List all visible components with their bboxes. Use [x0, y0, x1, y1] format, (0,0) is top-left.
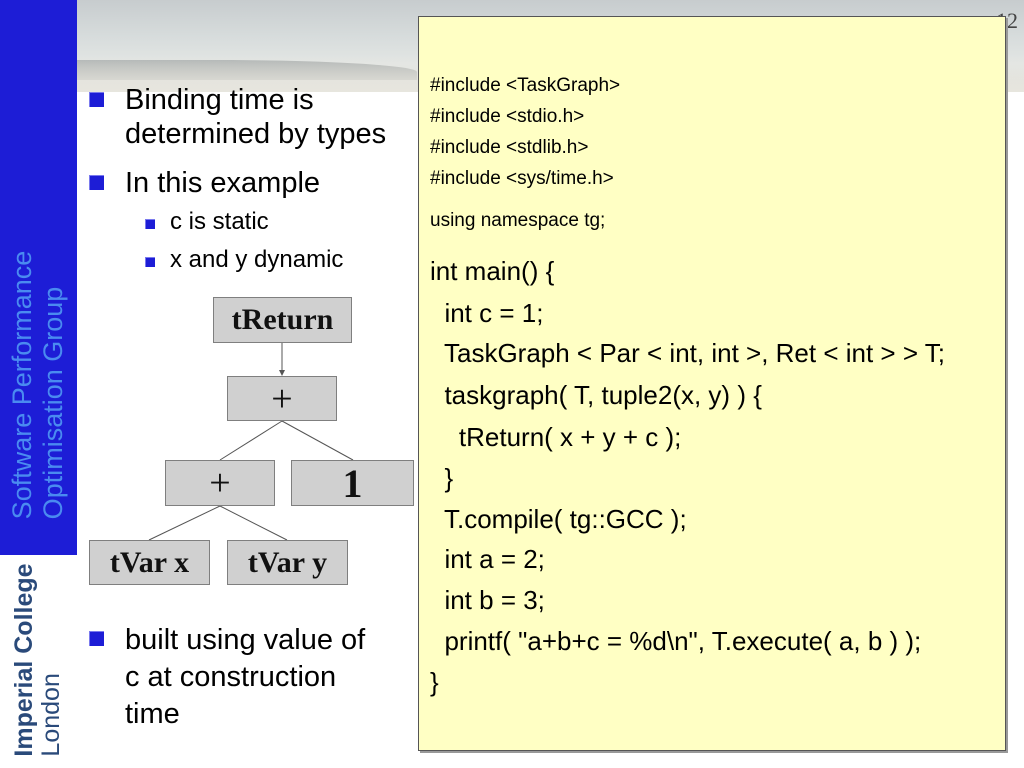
- code-include-stdlib: #include <stdlib.h>: [430, 137, 589, 158]
- bullet-binding-text: Binding time is determined by types: [125, 83, 386, 151]
- logo-line1: Imperial College: [10, 563, 38, 757]
- code-panel: #include <TaskGraph> #include <stdio.h> …: [418, 16, 1006, 751]
- tree-edges: [148, 343, 354, 541]
- subbullet-square-icon: [145, 219, 155, 229]
- node-tvar-y: tVar y: [227, 540, 348, 585]
- code-include-stdio: #include <stdio.h>: [430, 106, 585, 127]
- node-plus-inner: +: [165, 460, 275, 506]
- logo-line2: London: [37, 673, 65, 757]
- edge-plus-vary: [219, 505, 288, 541]
- bullet-built-line2: c at construction: [125, 661, 337, 693]
- bullet-binding-line1: Binding time is: [125, 84, 314, 116]
- edge-plus-varx: [148, 505, 221, 541]
- arrowhead-icon: [279, 370, 285, 376]
- code-line-7: int a = 2;: [430, 544, 545, 574]
- college-logo-text: Imperial College London: [10, 563, 65, 757]
- subbullet-static-text: c is static: [170, 208, 269, 235]
- code-end: }: [430, 667, 439, 697]
- code-line-3: taskgraph( T, tuple2(x, y) ) {: [430, 380, 762, 410]
- bullet-example-text: In this example: [125, 167, 321, 199]
- expression-tree-diagram: tReturn + + 1 tVar x tVar y: [85, 290, 420, 590]
- bullet-built-line3: time: [125, 698, 180, 730]
- group-name-line1: Software Performance: [7, 250, 37, 520]
- edge-plus-const: [281, 420, 354, 461]
- left-band: Software Performance Optimisation Group …: [0, 0, 77, 768]
- code-line-5: }: [430, 463, 454, 493]
- node-plus-top: +: [227, 376, 337, 421]
- bullet-built-line1: built using value of: [125, 624, 366, 656]
- code-line-9: printf( "a+b+c = %d\n", T.execute( a, b …: [430, 626, 922, 656]
- node-const-one: 1: [291, 460, 414, 506]
- bullet-square-icon: [89, 175, 104, 190]
- bullet-square-icon: [89, 631, 104, 646]
- node-tvar-x: tVar x: [89, 540, 210, 585]
- edge-plus-plus: [219, 420, 283, 461]
- code-main: int main() {: [430, 256, 555, 286]
- subbullet-dynamic-text: x and y dynamic: [170, 246, 344, 273]
- code-line-8: int b = 3;: [430, 585, 545, 615]
- college-logo: [0, 555, 77, 768]
- code-line-2: TaskGraph < Par < int, int >, Ret < int …: [430, 338, 945, 368]
- group-name-line2: Optimisation Group: [38, 286, 68, 520]
- code-using-namespace: using namespace tg;: [430, 210, 606, 231]
- bullet-built-text: built using value of c at construction t…: [125, 622, 365, 733]
- subbullet-square-icon: [145, 257, 155, 267]
- code-line-4: tReturn( x + y + c );: [430, 422, 682, 452]
- bullet-square-icon: [89, 92, 104, 107]
- group-name: Software Performance Optimisation Group: [7, 251, 69, 520]
- code-include-systime: #include <sys/time.h>: [430, 168, 614, 189]
- node-treturn: tReturn: [213, 297, 352, 343]
- code-line-6: T.compile( tg::GCC );: [430, 504, 687, 534]
- code-line-1: int c = 1;: [430, 298, 544, 328]
- bullet-binding-line2: determined by types: [125, 118, 387, 150]
- blue-sidebar-band: Software Performance Optimisation Group: [0, 0, 77, 555]
- code-include-taskgraph: #include <TaskGraph>: [430, 75, 621, 96]
